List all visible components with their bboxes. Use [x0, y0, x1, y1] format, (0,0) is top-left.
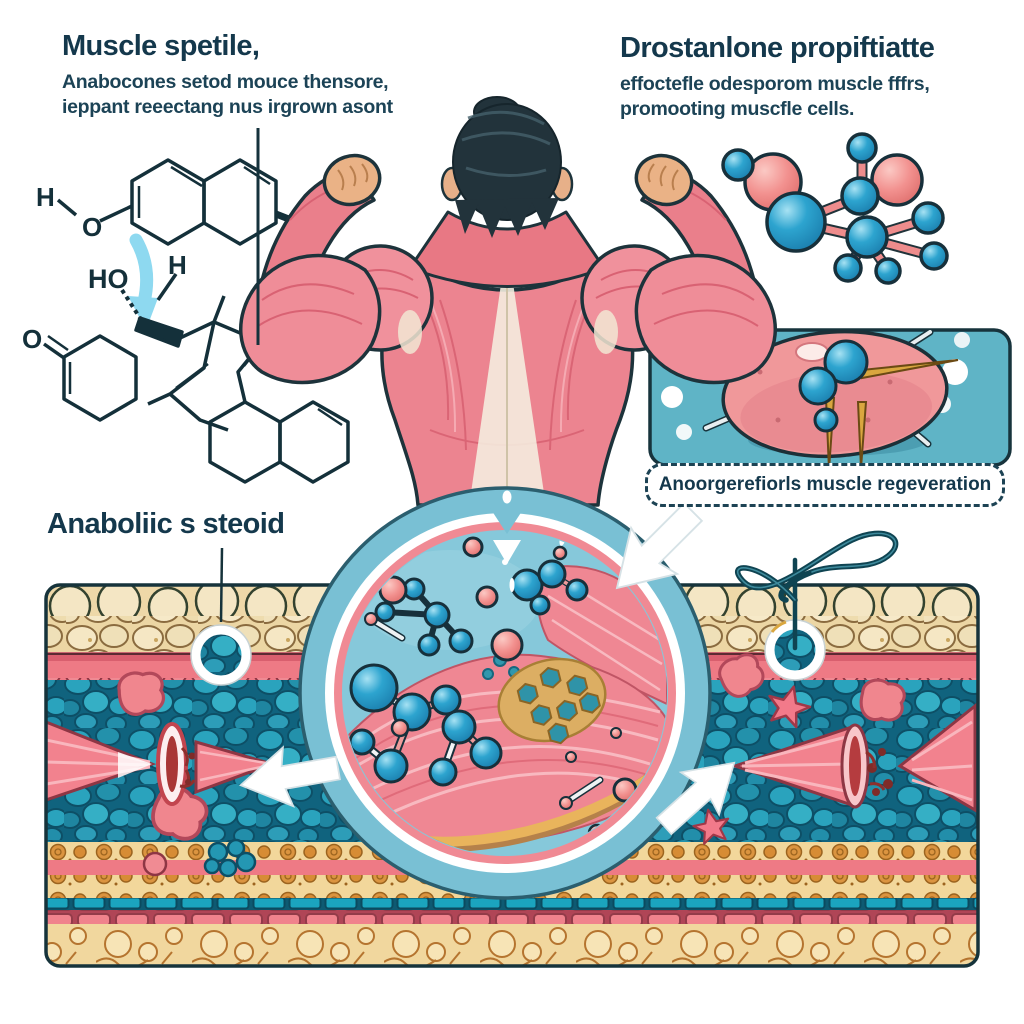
- pebble-cluster: [203, 838, 257, 878]
- head-hair: [452, 103, 562, 221]
- atom-label-h-mid: H: [168, 250, 187, 280]
- left-fist: [322, 153, 382, 207]
- drostanolone-title: Drostanlone propiftiatte: [620, 32, 935, 64]
- gold-needle-icon: [824, 359, 959, 465]
- atom-label-h-top: H: [36, 182, 55, 212]
- muscular-back-figure: [238, 96, 778, 507]
- right-biceps: [634, 253, 778, 385]
- suture-thread-icon: [735, 530, 899, 651]
- drostanolone-subtitle-line2: promooting muscfle cells.: [620, 97, 855, 120]
- anabolic-steroid-label: Anaboliic s steoid: [47, 508, 285, 540]
- muscle-title: Muscle spetile,: [62, 30, 260, 62]
- drostanolone-title-block: Drostanlone propiftiatte effoctefle odes…: [620, 32, 1010, 122]
- atom-label-o-top: O: [82, 212, 103, 242]
- left-biceps: [238, 253, 382, 385]
- muscle-subtitle-line2: ieppant reeectang nus irgrown asont: [62, 95, 393, 118]
- magnifier-circle: [298, 486, 712, 900]
- muscle-subtitle-line1: Anabocones setod mouce thensore,: [62, 71, 389, 93]
- atom-label-o-left: O: [22, 324, 43, 354]
- torn-muscle-fiber-right: [730, 702, 977, 813]
- right-fist: [634, 153, 694, 207]
- atom-label-ho: HO: [88, 264, 129, 294]
- down-arrowhead-icon: [493, 540, 521, 564]
- swab-icon: [364, 612, 604, 810]
- blue-reaction-arrow-icon: [128, 233, 158, 330]
- follicle-ring: [190, 624, 252, 686]
- drostanolone-subtitle-line1: effoctefle odesporom muscle fffrs,: [620, 73, 930, 95]
- muscle-fiber-cone-left: [46, 719, 277, 806]
- muscle-title-block: Muscle spetile, Anabocones setod mouce t…: [62, 30, 422, 120]
- anabolic-label-pointer: [219, 547, 224, 623]
- regeneration-callout: Anoorgerefiorls muscle regeveration: [645, 463, 1005, 507]
- steroid-molecule-cluster: [721, 132, 949, 285]
- basal-layer: [46, 924, 978, 966]
- honeycomb-tear: [497, 657, 607, 747]
